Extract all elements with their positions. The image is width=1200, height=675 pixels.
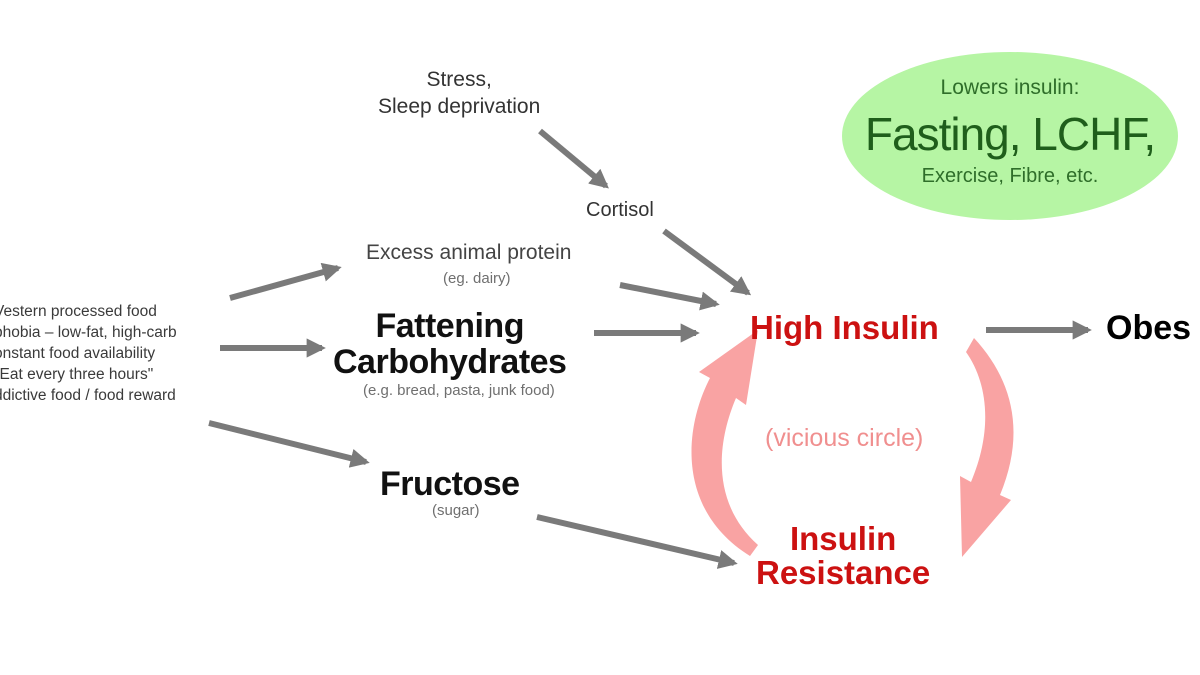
vicious-circle-label: (vicious circle) <box>765 424 924 452</box>
arrow-causes-to-fructose <box>208 420 370 468</box>
fattening-label-line2: Carbohydrates <box>333 343 567 381</box>
causes-list-item: ddictive food / food reward <box>0 387 176 404</box>
excess-protein-subtitle: (eg. dairy) <box>443 270 511 287</box>
fructose-node: Fructose <box>380 465 520 503</box>
stress-label-line1: Stress, <box>426 68 492 91</box>
causes-list-item: Vestern processed food <box>0 303 157 320</box>
arrow-stress-to-cortisol <box>538 128 609 189</box>
fattening-label-line1: Fattening <box>375 307 524 345</box>
causes-list-item: onstant food availability <box>0 345 156 362</box>
causes-list-item: phobia – low-fat, high-carb <box>0 324 177 341</box>
fructose-subtitle: (sugar) <box>432 502 480 519</box>
obesity-node: Obes <box>1106 309 1192 347</box>
insulin-resistance-line2: Resistance <box>756 554 931 591</box>
arrow-protein-to-high-insulin <box>619 282 720 311</box>
lowers-insulin-title: Lowers insulin: <box>940 76 1080 99</box>
stress-node: Stress, Sleep deprivation <box>378 66 540 120</box>
cortisol-node: Cortisol <box>586 199 654 221</box>
arrow-high-insulin-to-insulin-resistance <box>960 338 1014 557</box>
causes-list-item: "Eat every three hours" <box>0 366 154 383</box>
lowers-insulin-main: Fasting, LCHF, <box>864 108 1156 160</box>
arrow-cortisol-to-high-insulin <box>662 228 752 296</box>
lowers-insulin-subtitle: Exercise, Fibre, etc. <box>921 165 1099 187</box>
fattening-carbs-node: Fattening Carbohydrates <box>333 307 567 381</box>
arrow-causes-to-protein <box>229 262 342 301</box>
lowers-insulin-ellipse <box>842 52 1178 220</box>
arrow-insulin-resistance-to-high-insulin <box>691 330 758 556</box>
fattening-carbs-subtitle: (e.g. bread, pasta, junk food) <box>363 382 555 399</box>
high-insulin-node: High Insulin <box>750 309 939 346</box>
arrow-fructose-to-insulin-resistance <box>536 514 738 569</box>
insulin-resistance-node: Insulin Resistance <box>756 522 930 590</box>
causes-list: Vestern processed food phobia – low-fat,… <box>0 301 177 406</box>
stress-label-line2: Sleep deprivation <box>378 95 541 118</box>
insulin-resistance-line1: Insulin <box>789 520 897 557</box>
excess-protein-node: Excess animal protein <box>366 241 572 264</box>
